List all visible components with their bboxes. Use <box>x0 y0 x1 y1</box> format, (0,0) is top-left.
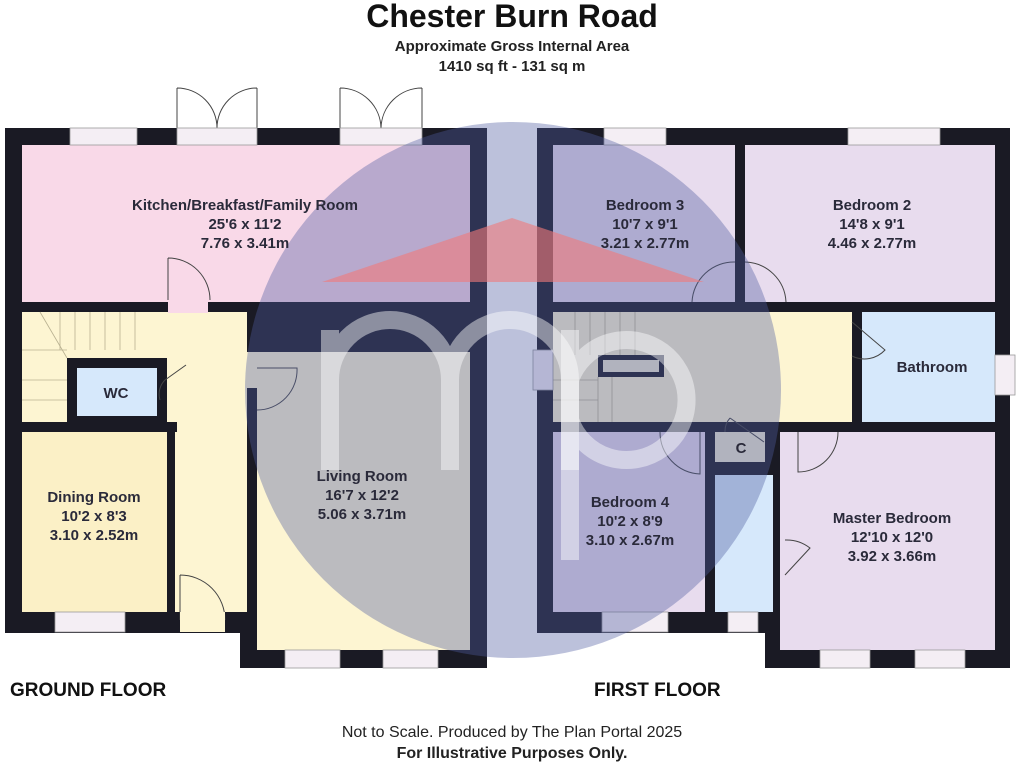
room-label-dining-room: Dining Room 10'2 x 8'3 3.10 x 2.52m <box>47 489 140 544</box>
svg-text:7.76 x 3.41m: 7.76 x 3.41m <box>201 235 289 252</box>
svg-text:Kitchen/Breakfast/Family Room: Kitchen/Breakfast/Family Room <box>132 197 358 214</box>
svg-text:12'10 x 12'0: 12'10 x 12'0 <box>851 529 933 546</box>
svg-text:5.06 x 3.71m: 5.06 x 3.71m <box>318 506 406 523</box>
mp-watermark-logo <box>245 122 781 658</box>
staircase <box>22 311 136 401</box>
svg-text:3.10 x 2.67m: 3.10 x 2.67m <box>586 532 674 549</box>
first-floor-plan <box>532 127 1016 669</box>
subtitle: Approximate Gross Internal Area <box>394 38 630 55</box>
svg-text:3.92 x 3.66m: 3.92 x 3.66m <box>848 548 936 565</box>
window <box>69 127 138 146</box>
wc-area <box>77 368 157 416</box>
first-floor-label: FIRST FLOOR <box>594 680 721 701</box>
french-doors <box>176 87 423 129</box>
page-title: Chester Burn Road <box>366 0 658 34</box>
room-label-wc: WC <box>104 385 129 402</box>
living-room-area <box>257 352 470 650</box>
room-label-bathroom: Bathroom <box>897 359 968 376</box>
ground-floor-plan <box>5 87 487 669</box>
room-label-bedroom-2: Bedroom 2 14'8 x 9'1 4.46 x 2.77m <box>828 197 916 252</box>
room-label-living-room: Living Room 16'7 x 12'2 5.06 x 3.71m <box>317 468 408 523</box>
ensuite-area <box>715 475 773 612</box>
svg-text:16'7 x 12'2: 16'7 x 12'2 <box>325 487 399 504</box>
footer-note: For Illustrative Purposes Only. <box>396 745 628 762</box>
bedroom-2-area <box>745 145 995 302</box>
room-label-cupboard: C <box>736 440 747 457</box>
svg-text:10'2 x 8'3: 10'2 x 8'3 <box>61 508 127 525</box>
dining-room-area <box>22 432 167 612</box>
bathroom-area <box>862 312 995 422</box>
svg-text:14'8 x 9'1: 14'8 x 9'1 <box>839 216 905 233</box>
svg-text:Bedroom 2: Bedroom 2 <box>833 197 911 214</box>
svg-text:10'7 x 9'1: 10'7 x 9'1 <box>612 216 678 233</box>
svg-text:3.21 x 2.77m: 3.21 x 2.77m <box>601 235 689 252</box>
svg-text:25'6 x 11'2: 25'6 x 11'2 <box>208 216 281 233</box>
room-label-bedroom-4: Bedroom 4 10'2 x 8'9 3.10 x 2.67m <box>586 494 674 549</box>
ground-floor-label: GROUND FLOOR <box>10 680 167 701</box>
gross-area: 1410 sq ft - 131 sq m <box>438 58 586 75</box>
bedroom-4-area <box>553 432 705 612</box>
svg-text:4.46 x 2.77m: 4.46 x 2.77m <box>828 235 916 252</box>
svg-text:Living Room: Living Room <box>317 468 408 485</box>
svg-text:3.10 x 2.52m: 3.10 x 2.52m <box>50 527 138 544</box>
room-label-master-bedroom: Master Bedroom 12'10 x 12'0 3.92 x 3.66m <box>833 510 951 565</box>
svg-text:10'2 x 8'9: 10'2 x 8'9 <box>597 513 663 530</box>
svg-text:Bedroom 3: Bedroom 3 <box>606 197 684 214</box>
footer-disclaimer: Not to Scale. Produced by The Plan Porta… <box>341 724 683 741</box>
svg-text:Bedroom 4: Bedroom 4 <box>591 494 670 511</box>
svg-text:Master Bedroom: Master Bedroom <box>833 510 951 527</box>
room-label-kitchen: Kitchen/Breakfast/Family Room 25'6 x 11'… <box>132 197 358 252</box>
svg-text:Dining Room: Dining Room <box>47 489 140 506</box>
room-label-bedroom-3: Bedroom 3 10'7 x 9'1 3.21 x 2.77m <box>601 197 689 252</box>
